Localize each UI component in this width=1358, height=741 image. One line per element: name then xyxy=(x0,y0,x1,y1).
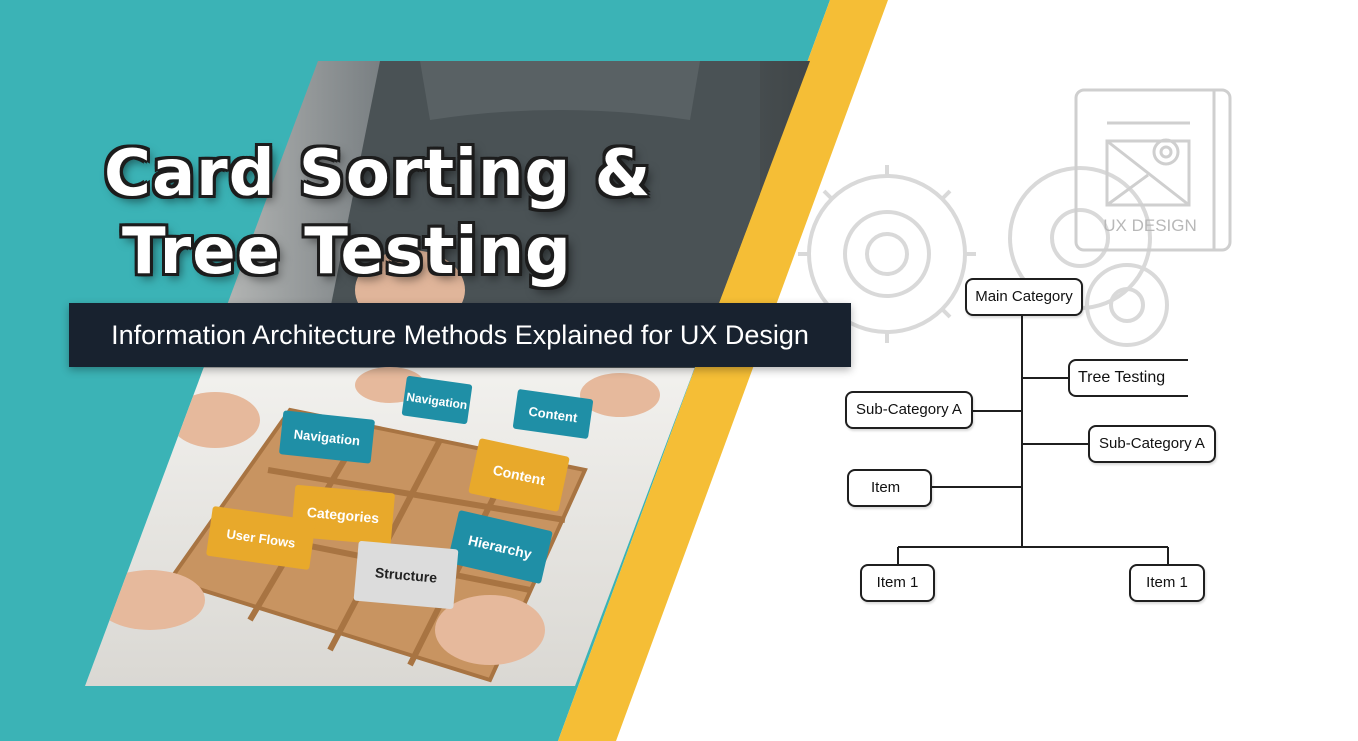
image-placeholder-icon xyxy=(1105,139,1191,207)
svg-text:Structure: Structure xyxy=(374,564,438,585)
title-line-1: Card Sorting & xyxy=(104,137,652,211)
browser-window-icon xyxy=(1074,88,1232,252)
subtitle-bar: Information Architecture Methods Explain… xyxy=(69,303,851,367)
svg-text:Categories: Categories xyxy=(306,504,380,526)
tree-node-sub-category-left: Sub-Category A xyxy=(845,391,973,429)
tree-node-tree-testing: Tree Testing xyxy=(1068,359,1188,397)
tree-node-item: Item xyxy=(847,469,932,507)
photo-card-hierarchy: Hierarchy xyxy=(447,510,553,584)
photo-card-categories: Categories xyxy=(291,484,395,546)
tree-node-item-1-left: Item 1 xyxy=(860,564,935,602)
photo-card-user-flows: User Flows xyxy=(206,506,316,570)
tree-node-item-1-right: Item 1 xyxy=(1129,564,1205,602)
svg-text:Content: Content xyxy=(528,404,579,426)
tree-node-main-category: Main Category xyxy=(965,278,1083,316)
photo-card-navigation-top: Navigation xyxy=(401,375,473,425)
photo-card-structure: Structure xyxy=(353,541,459,609)
tree-node-sub-category-right: Sub-Category A xyxy=(1088,425,1216,463)
tree-connectors xyxy=(897,316,1169,564)
photo-card-navigation: Navigation xyxy=(279,410,375,464)
photo-card-content-top: Content xyxy=(512,389,594,439)
yellow-stripe xyxy=(558,0,888,741)
svg-text:Navigation: Navigation xyxy=(293,427,361,449)
title-line-2: Tree Testing xyxy=(122,215,572,289)
gear-icon xyxy=(798,165,1169,347)
photo-card-content: Content xyxy=(468,438,570,512)
ux-design-label: UX DESIGN xyxy=(1103,216,1197,235)
